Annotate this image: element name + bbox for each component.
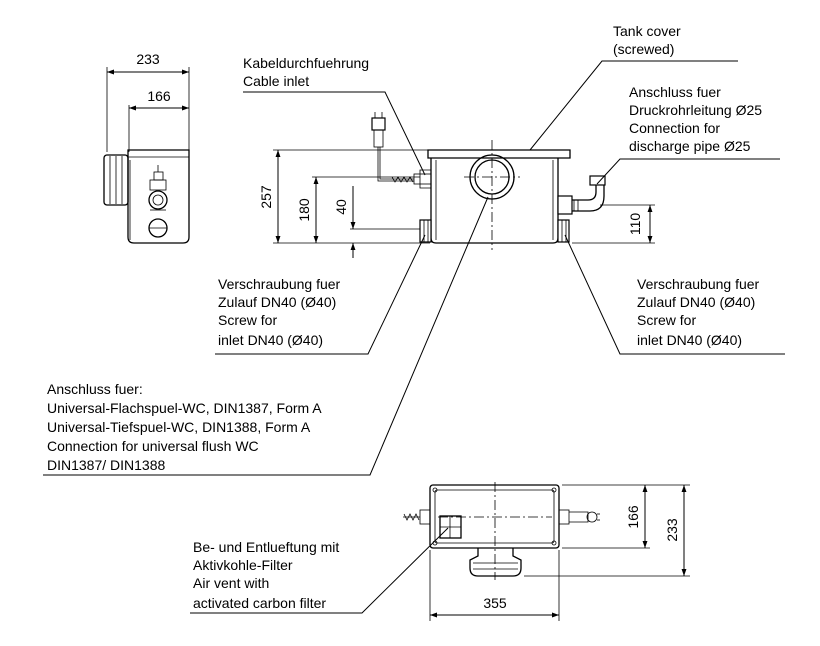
discharge-pipe-connector	[589, 175, 606, 186]
top-view	[403, 482, 690, 621]
tank-cover-line-2: (screwed)	[613, 41, 674, 57]
inlet-right-line-2: Zulauf DN40 (Ø40)	[637, 294, 755, 310]
dim-top-355: 355	[483, 595, 507, 611]
cable-inlet-line-1: Kabeldurchfuehrung	[243, 55, 369, 71]
inlet-right-line-1: Verschraubung fuer	[637, 276, 760, 292]
inlet-left-line-3: Screw for	[218, 312, 277, 328]
label-cable-inlet: Kabeldurchfuehrung Cable inlet	[243, 55, 369, 89]
wc-connection-line-4: Connection for universal flush WC	[47, 438, 259, 454]
air-vent-line-1: Be- und Entlueftung mit	[193, 539, 339, 555]
label-inlet-left: Verschraubung fuer Zulauf DN40 (Ø40) Scr…	[218, 276, 341, 348]
leader-lines	[43, 60, 785, 614]
air-vent-line-4: activated carbon filter	[193, 595, 326, 611]
dim-front-110: 110	[627, 213, 643, 236]
dim-front-40: 40	[333, 199, 349, 215]
inlet-socket-left	[419, 219, 432, 243]
label-wc-connection: Anschluss fuer: Universal-Flachspuel-WC,…	[47, 381, 322, 473]
dim-side-233: 233	[136, 51, 160, 67]
discharge-line-1: Anschluss fuer	[629, 84, 721, 100]
dim-front-180: 180	[296, 198, 312, 222]
label-tank-cover: Tank cover (screwed)	[613, 23, 681, 57]
tank-cover	[427, 149, 571, 159]
discharge-line-4: discharge pipe Ø25	[629, 138, 751, 154]
tank-cover-line-1: Tank cover	[613, 23, 681, 39]
air-vent-line-2: Aktivkohle-Filter	[193, 557, 293, 573]
air-vent-line-3: Air vent with	[193, 575, 269, 591]
side-wc-socket	[103, 154, 129, 206]
discharge-line-2: Druckrohrleitung Ø25	[629, 102, 762, 118]
front-body	[430, 158, 559, 244]
side-view	[103, 67, 190, 244]
label-air-vent: Be- und Entlueftung mit Aktivkohle-Filte…	[193, 539, 339, 611]
inlet-right-line-4: inlet DN40 (Ø40)	[637, 332, 742, 348]
inlet-right-line-3: Screw for	[637, 312, 696, 328]
side-body	[127, 149, 190, 244]
front-view	[273, 112, 655, 258]
discharge-line-3: Connection for	[629, 120, 720, 136]
cable-inlet-line-2: Cable inlet	[243, 73, 309, 89]
dim-top-166: 166	[625, 505, 641, 529]
wc-connection-line-5: DIN1387/ DIN1388	[47, 457, 166, 473]
inlet-left-line-1: Verschraubung fuer	[218, 276, 341, 292]
label-discharge: Anschluss fuer Druckrohrleitung Ø25 Conn…	[629, 84, 762, 154]
side-outlet	[148, 190, 168, 210]
wc-connection-line-1: Anschluss fuer:	[47, 381, 143, 397]
inlet-left-line-4: inlet DN40 (Ø40)	[218, 332, 323, 348]
top-wc-socket	[469, 548, 522, 577]
dim-top-233: 233	[664, 518, 680, 542]
dim-front-257: 257	[258, 185, 274, 209]
wc-connection-line-3: Universal-Tiefspuel-WC, DIN1388, Form A	[47, 419, 311, 435]
inlet-left-line-2: Zulauf DN40 (Ø40)	[218, 294, 336, 310]
inlet-socket-right	[557, 219, 570, 243]
wc-connection-line-2: Universal-Flachspuel-WC, DIN1387, Form A	[47, 400, 322, 416]
label-inlet-right: Verschraubung fuer Zulauf DN40 (Ø40) Scr…	[637, 276, 760, 348]
dim-side-166: 166	[147, 88, 171, 104]
